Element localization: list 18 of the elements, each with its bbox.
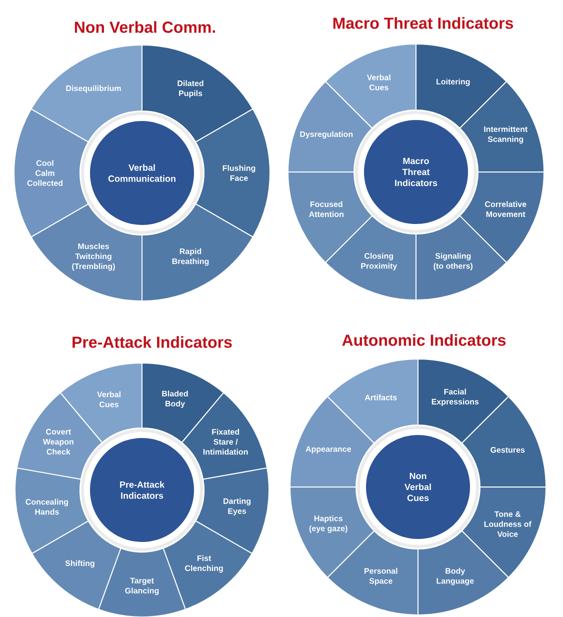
wheel-segment: Muscles Twitching (Trembling) <box>30 204 142 302</box>
wheel-segment: Shifting <box>32 520 122 610</box>
wheel-segment: Target Glancing <box>98 548 186 617</box>
heading: Non Verbal Comm. <box>74 21 215 33</box>
wheel-segment: Artifacts <box>327 358 418 444</box>
wheel-segment: Darting Eyes <box>195 467 270 554</box>
wheel-segment: Cool Calm Collected <box>14 108 89 238</box>
wheel-segment: Facial Expressions <box>418 358 510 444</box>
heading: Pre-Attack Indicators <box>72 336 232 348</box>
wheel-segment: Disequilibrium <box>30 44 142 142</box>
wheel-segment: Rapid Breathing <box>142 204 254 302</box>
wheel-segment: Verbal Cues <box>325 44 416 129</box>
wheel-segment: Dilated Pupils <box>142 44 254 142</box>
heading: Macro Threat Indicators <box>333 17 513 29</box>
wheel-segment: Flushing Face <box>195 108 270 238</box>
wheel-segment: Fist Clenching <box>162 520 252 610</box>
wheel-segment: Concealing Hands <box>14 467 89 554</box>
heading: Autonomic Indicators <box>342 334 506 346</box>
